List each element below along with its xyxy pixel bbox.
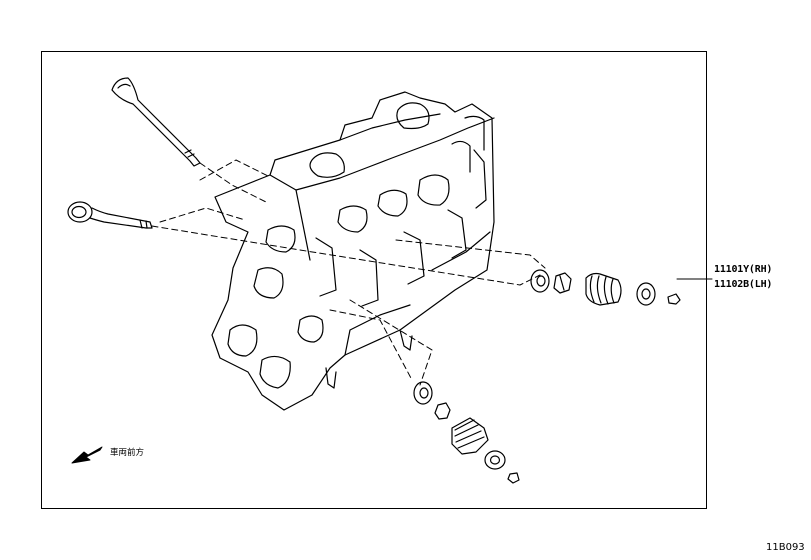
- right-spring-set: [530, 269, 681, 306]
- diagram-frame: [41, 51, 707, 509]
- part-number-rh: 11101Y(RH): [714, 264, 773, 275]
- lower-spring-set: [413, 381, 520, 484]
- front-direction-arrow-icon: [71, 446, 103, 464]
- intake-valve: [67, 201, 153, 229]
- cylinder-head-block: [211, 91, 495, 411]
- vehicle-front-label: 車両前方: [110, 448, 145, 458]
- figure-code: 11B093: [766, 542, 805, 553]
- exhaust-valve: [111, 77, 201, 167]
- part-number-lh: 11102B(LH): [714, 279, 773, 290]
- valve-guide-lines: [151, 159, 546, 386]
